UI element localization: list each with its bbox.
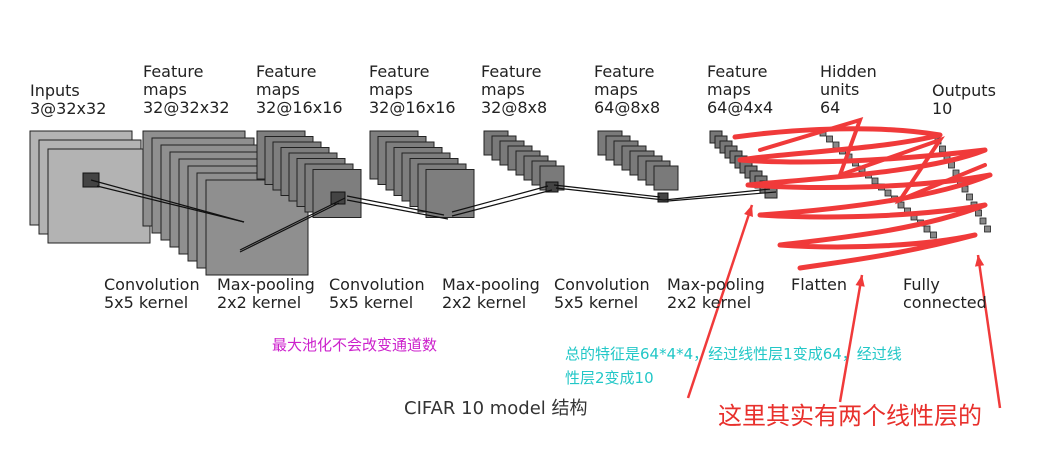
stack-inputs bbox=[29, 130, 151, 244]
connector-line bbox=[346, 199, 449, 220]
stack-fm5-map bbox=[653, 165, 679, 191]
scribble-mark bbox=[758, 116, 987, 205]
hidden-unit bbox=[826, 135, 833, 143]
arrow-to-flatten-shaft bbox=[686, 204, 754, 399]
arrow-to-outputs-head bbox=[974, 255, 985, 267]
stack-fm5 bbox=[597, 130, 679, 191]
hidden-unit bbox=[930, 231, 937, 239]
hidden-unit bbox=[832, 141, 840, 149]
arrow-to-hidden bbox=[838, 274, 865, 403]
connector-line bbox=[239, 202, 340, 253]
stack-fm1 bbox=[142, 130, 309, 276]
connector-line bbox=[346, 195, 445, 216]
kernel-square-4 bbox=[657, 192, 669, 203]
arrow-to-hidden-head bbox=[855, 275, 865, 287]
pooling-note: 最大池化不会改变通道数 bbox=[272, 336, 438, 354]
connector-line bbox=[667, 191, 777, 202]
arrow-to-hidden-shaft bbox=[838, 274, 864, 403]
connector-line bbox=[553, 184, 661, 198]
connector-line bbox=[663, 188, 771, 201]
connector-line bbox=[451, 189, 553, 217]
hidden-unit bbox=[923, 225, 931, 233]
arrow-to-outputs-shaft bbox=[976, 254, 1002, 409]
stack-fm4 bbox=[483, 130, 565, 191]
connector-line bbox=[96, 185, 245, 223]
stack-fm3 bbox=[369, 130, 475, 218]
linear-layers-note: 这里其实有两个线性层的 bbox=[718, 402, 982, 430]
output-unit bbox=[975, 209, 982, 217]
output-unit bbox=[979, 217, 987, 225]
connector-line bbox=[239, 197, 346, 251]
output-unit bbox=[939, 145, 946, 153]
arrow-to-outputs bbox=[974, 254, 1002, 409]
connector-line bbox=[90, 179, 245, 223]
arrow-to-flatten bbox=[686, 204, 754, 399]
scribble-mark bbox=[732, 126, 993, 271]
feature-note-line1: 总的特征是64*4*4，经过线性层1变成64，经过线 bbox=[565, 345, 902, 363]
feature-count-note: 总的特征是64*4*4，经过线性层1变成64，经过线 性层2变成10 bbox=[565, 342, 902, 390]
hidden-unit bbox=[884, 189, 892, 197]
stack-fm3-map bbox=[425, 169, 475, 218]
output-unit bbox=[984, 225, 991, 233]
stack-inputs-map bbox=[47, 148, 151, 244]
hidden-unit bbox=[897, 201, 905, 209]
op-label-flatten: Flatten bbox=[791, 275, 847, 294]
output-unit bbox=[966, 193, 973, 201]
diagram-caption: CIFAR 10 model 结构 bbox=[404, 398, 588, 419]
stack-fm2 bbox=[256, 130, 362, 218]
feature-note-line2: 性层2变成10 bbox=[565, 369, 654, 387]
kernel-square-2 bbox=[330, 191, 346, 205]
hidden-unit bbox=[871, 177, 879, 185]
connector-line bbox=[451, 185, 549, 213]
connector-line bbox=[555, 187, 665, 201]
arrow-to-flatten-head bbox=[744, 205, 753, 217]
